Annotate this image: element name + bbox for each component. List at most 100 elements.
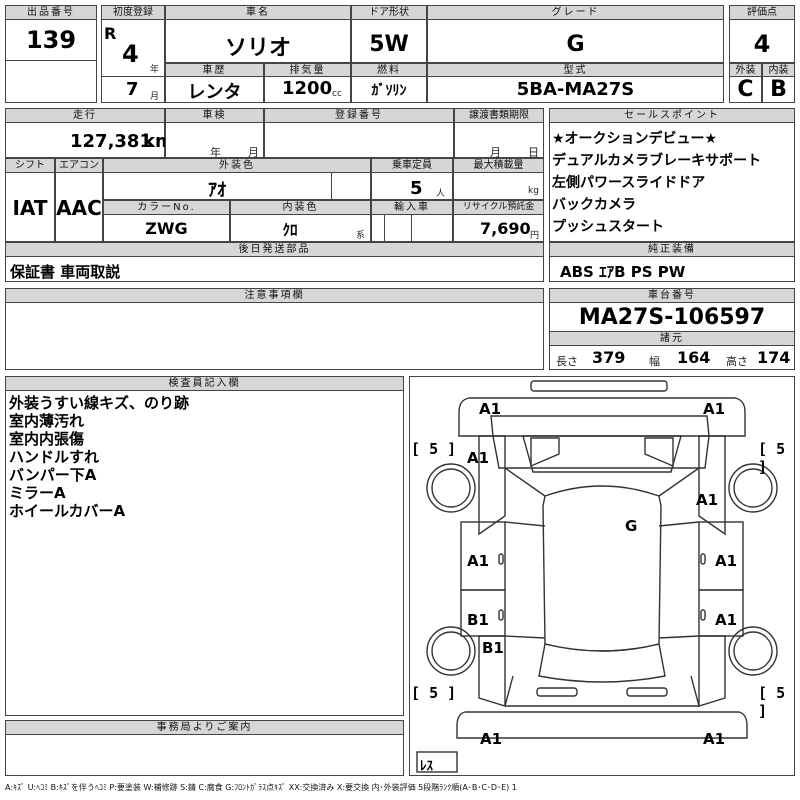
sales-point: バックカメラ xyxy=(552,197,636,213)
ac-label: エアコン xyxy=(55,158,103,173)
sales-box xyxy=(549,108,795,242)
chassis-label: 車台番号 xyxy=(549,288,795,303)
inspector-note: バンパー下A xyxy=(9,466,97,484)
shift: IAT xyxy=(12,196,48,220)
interior-grade: B xyxy=(770,77,787,102)
car-diagram-frame xyxy=(409,376,795,776)
lot-number: 139 xyxy=(25,26,77,54)
load-unit: kg xyxy=(528,186,539,196)
capacity-unit: 人 xyxy=(436,189,446,199)
era: R xyxy=(104,24,117,43)
equip-label: 純正装備 xyxy=(549,242,795,257)
front-left-wheel xyxy=(426,463,476,513)
windshield-outline xyxy=(522,435,682,473)
width-label: 幅 xyxy=(649,355,660,368)
lot-number-label: 出品番号 xyxy=(5,5,97,20)
rear-right-wheel xyxy=(728,626,778,676)
height-label: 高さ xyxy=(726,355,748,368)
recycle-label: リサイクル預託金 xyxy=(453,200,544,215)
height: 174 xyxy=(757,348,791,367)
inspector-notes: 外装うすい線キズ、のり跡 室内薄汚れ 室内内張傷 ハンドルすれ バンパー下A ミ… xyxy=(9,394,189,520)
transfer-month-unit: 月 xyxy=(490,146,501,159)
grade: G xyxy=(566,32,585,57)
rear-left-wheel xyxy=(426,626,476,676)
width: 164 xyxy=(677,348,711,367)
mark-rear-door-right: A1 xyxy=(715,611,738,629)
front-right-fender xyxy=(698,435,726,536)
chassis-number: MA27S-106597 xyxy=(578,305,766,330)
car-name-label: 車名 xyxy=(165,5,351,20)
legend: A:ｷｽﾞ U:ﾍｺﾐ B:ｷｽﾞを伴うﾍｺﾐ P:要塗装 W:補修跡 S:錆 … xyxy=(5,783,517,792)
fuel: ｶﾞｿﾘﾝ xyxy=(371,83,407,99)
later-parts: 保証書 車両取説 xyxy=(10,263,121,281)
sales-point: 左側パワースライドドア xyxy=(552,175,706,191)
first-reg-year: 4 xyxy=(122,40,139,68)
length: 379 xyxy=(592,348,626,367)
history: レンタ xyxy=(187,82,242,103)
grade-label: グレード xyxy=(427,5,724,20)
spare-box xyxy=(416,751,458,773)
exterior-grade: C xyxy=(737,77,754,102)
transfer-label: 譲渡書類期限 xyxy=(454,108,544,123)
sales-point: ★オークションデビュー★ xyxy=(552,131,718,147)
inspection-month-unit: 月 xyxy=(248,146,259,159)
door-type: 5W xyxy=(369,32,409,57)
first-reg-month: 7 xyxy=(126,79,139,100)
front-bumper-bar xyxy=(530,380,668,392)
ac: AAC xyxy=(56,196,102,220)
equipment: ABS ｴｱB PS PW xyxy=(560,263,686,281)
import-label: 輸入車 xyxy=(371,200,453,215)
rear-bumper xyxy=(456,711,748,739)
inspector-note: 室内薄汚れ xyxy=(9,412,85,430)
mark-fender-right: A1 xyxy=(696,491,719,509)
sales-list: ★オークションデビュー★ デュアルカメラブレーキサポート 左側パワースライドドア… xyxy=(552,128,761,238)
tire-rear-left: [ 5 ] xyxy=(411,684,457,702)
length-label: 長さ xyxy=(556,355,578,368)
later-parts-label: 後日発送部品 xyxy=(5,242,544,257)
sales-label: セールスポイント xyxy=(549,108,795,123)
mark-front-left: A1 xyxy=(479,400,502,418)
mark-rear-door-left: B1 xyxy=(467,611,489,629)
year-unit: 年 xyxy=(150,65,160,75)
tire-front-right: [ 5 ] xyxy=(758,440,786,476)
front-bumper xyxy=(458,397,746,437)
fuel-label: 燃料 xyxy=(351,63,427,77)
mark-rear-left: A1 xyxy=(480,730,503,748)
spare-tire: ﾚｽ xyxy=(420,759,433,774)
mark-front-door-right: A1 xyxy=(715,552,738,570)
wiper-cowl xyxy=(530,437,674,468)
recycle-unit: 円 xyxy=(530,231,540,241)
door-label: ドア形状 xyxy=(351,5,427,20)
color: ｱｵ xyxy=(208,180,226,201)
shift-label: シフト xyxy=(5,158,55,173)
spec-label: 諸元 xyxy=(549,331,795,346)
inspection-label: 車検 xyxy=(165,108,264,123)
inspection-year-unit: 年 xyxy=(210,146,221,159)
history-label: 車歴 xyxy=(165,63,264,77)
int-color-unit: 系 xyxy=(356,231,366,241)
mark-rear-right: A1 xyxy=(703,730,726,748)
color-no: ZWG xyxy=(145,219,188,238)
rear-window xyxy=(538,643,666,683)
inspector-note: ミラーA xyxy=(9,484,66,502)
inspector-note: ハンドルすれ xyxy=(9,448,100,466)
displacement: 1200 xyxy=(282,78,333,99)
registration-label: 登録番号 xyxy=(264,108,454,123)
front-left-fender xyxy=(478,435,506,536)
mark-fender-left: A1 xyxy=(467,449,490,467)
transfer-day-unit: 日 xyxy=(528,146,539,159)
load-label: 最大積載量 xyxy=(453,158,544,173)
mark-quarter-left: B1 xyxy=(482,639,504,657)
score-label: 評価点 xyxy=(729,5,795,20)
front-right-wheel xyxy=(728,463,778,513)
displacement-unit: cc xyxy=(332,89,342,99)
inspector-label: 検査員記入欄 xyxy=(5,376,404,391)
tire-front-left: [ 5 ] xyxy=(411,440,457,458)
color-no-label: カラーNo. xyxy=(103,200,230,215)
inspector-box xyxy=(5,376,404,716)
color-label: 外装色 xyxy=(103,158,371,173)
mileage-label: 走行 xyxy=(5,108,165,123)
score: 4 xyxy=(753,30,771,58)
lot-number-lower xyxy=(5,60,97,103)
capacity-label: 乗車定員 xyxy=(371,158,453,173)
